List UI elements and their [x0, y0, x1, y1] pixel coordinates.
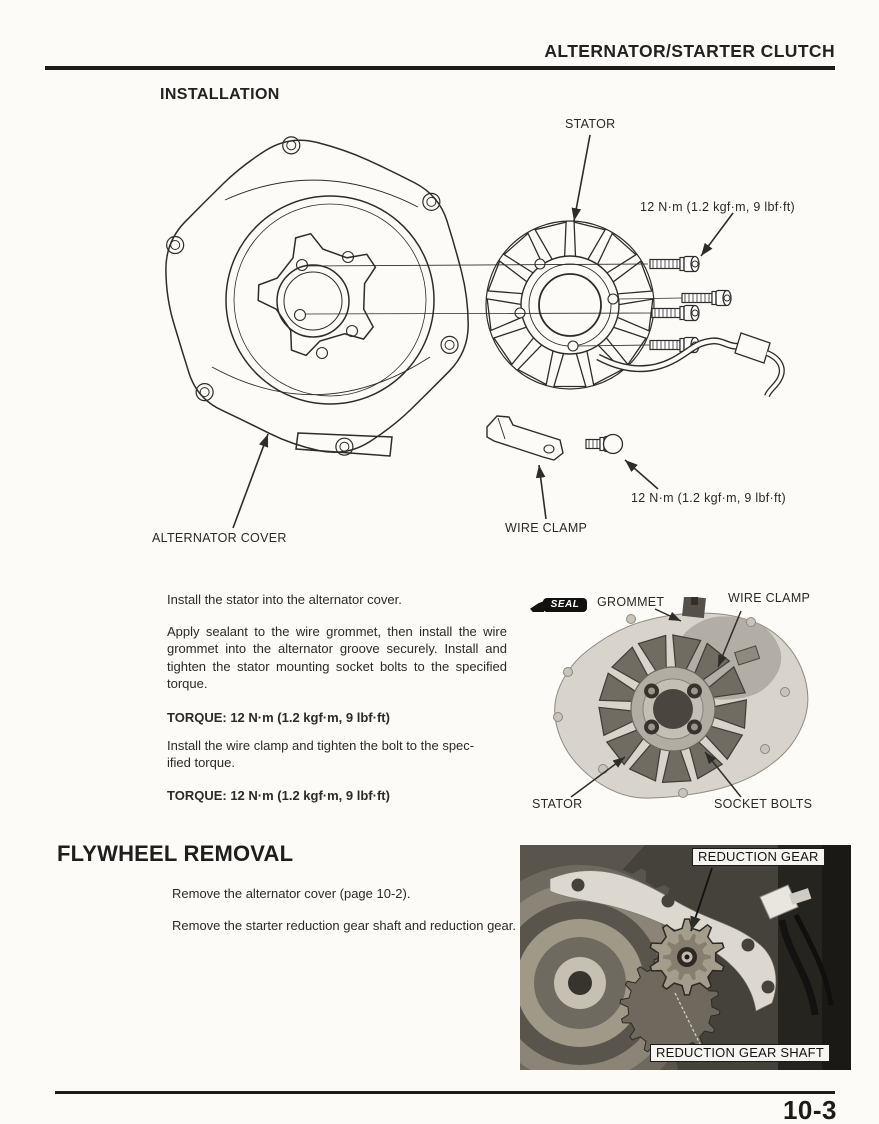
stator-photo	[553, 597, 809, 799]
stator-wire-harness	[596, 332, 785, 398]
header-rule	[45, 66, 835, 70]
wire-clamp-callout-label: WIRE CLAMP	[505, 521, 588, 535]
install-step-2: Apply sealant to the wire grommet, then …	[167, 624, 507, 692]
torque-spec-2: TORQUE: 12 N·m (1.2 kgf·m, 9 lbf·ft)	[167, 788, 390, 803]
exploded-diagram	[165, 134, 785, 529]
sealant-tube-icon	[530, 601, 544, 612]
reduction-gear-label: REDUCTION GEAR	[692, 848, 825, 866]
alternator-cover-drawing	[165, 136, 469, 457]
installation-heading: INSTALLATION	[160, 86, 280, 103]
photo-stator-label: STATOR	[532, 797, 583, 811]
grommet-label: GROMMET	[597, 595, 665, 609]
reduction-gear-shaft-label: REDUCTION GEAR SHAFT	[650, 1044, 830, 1062]
flywheel-step-1: Remove the alternator cover (page 10-2).	[172, 886, 411, 901]
install-step-3-line2: ified torque.	[167, 755, 235, 771]
torque-upper-callout: 12 N·m (1.2 kgf·m, 9 lbf·ft)	[640, 200, 795, 214]
stator-callout-label: STATOR	[565, 117, 616, 131]
callout-arrows	[232, 134, 734, 529]
leader-lines	[304, 263, 683, 347]
flywheel-photo	[520, 845, 851, 1070]
page-number: 10-3	[782, 1095, 837, 1124]
flywheel-removal-heading: FLYWHEEL REMOVAL	[57, 841, 294, 866]
seal-badge: SEAL	[543, 598, 587, 612]
torque-spec-1: TORQUE: 12 N·m (1.2 kgf·m, 9 lbf·ft)	[167, 710, 390, 725]
footer-rule	[55, 1091, 835, 1094]
flywheel-step-2: Remove the starter reduction gear shaft …	[172, 918, 516, 933]
torque-lower-callout: 12 N·m (1.2 kgf·m, 9 lbf·ft)	[631, 491, 786, 505]
photo-wire-clamp-label: WIRE CLAMP	[728, 591, 811, 605]
install-step-3-line1: Install the wire clamp and tighten the b…	[167, 738, 475, 753]
stator-drawing	[485, 220, 655, 390]
install-step-3: Install the wire clamp and tighten the b…	[167, 737, 474, 772]
wire-clamp-drawing	[486, 415, 624, 461]
alternator-cover-callout-label: ALTERNATOR COVER	[152, 531, 287, 545]
install-step-1: Install the stator into the alternator c…	[167, 592, 402, 607]
socket-bolts-label: SOCKET BOLTS	[714, 797, 813, 811]
page-header-title: ALTERNATOR/STARTER CLUTCH	[544, 41, 835, 61]
